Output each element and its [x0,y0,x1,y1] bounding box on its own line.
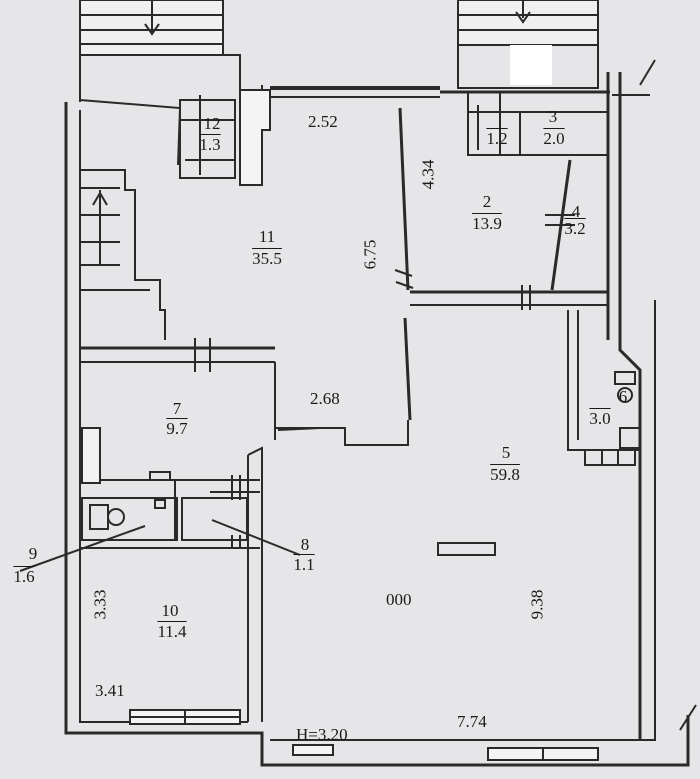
bath-9 [81,497,178,541]
entrance-arrow-icon [515,0,531,24]
room12-area: 1.3 [199,135,221,154]
room4-number: 4 [571,202,581,221]
room10-area: 11.4 [157,622,187,641]
room8-area: 1.1 [293,555,315,574]
toilet-icon [614,371,636,403]
dim-passage: 2.68 [310,389,340,408]
room9-area: 1.6 [13,567,35,586]
room8-number: 8 [300,535,310,554]
room3-number: 3 [548,107,558,126]
room5-number: 5 [501,443,511,462]
room11-number: 11 [258,227,276,246]
outer-right-line [270,300,656,741]
outer-wall-right [606,72,642,740]
outer-wall [64,102,690,767]
dim-top-corridor: 2.52 [308,112,338,131]
room-small-area: 1.2 [486,129,508,148]
room11-area: 35.5 [252,249,282,268]
room12-walls [179,99,236,179]
room6-area: 3.0 [589,409,611,428]
dim-room10-height: 3.33 [90,589,110,620]
white-patch [510,45,552,85]
room7-closet [81,427,101,484]
entrance-arrow-icon [144,0,160,36]
room9-number: 9 [28,544,38,563]
room6-number: 6 [618,387,628,406]
dim-ceiling-height: H=3.20 [296,725,348,744]
room7-area: 9.7 [166,419,188,438]
toilet-icon [89,504,125,530]
top-right-stairs [457,0,599,46]
room2-number: 2 [482,192,492,211]
room5-fixture [437,542,496,556]
room3-area: 2.0 [543,129,565,148]
room12-number: 12 [203,114,221,133]
bath-8 [181,497,248,541]
dim-room5-height: 9.38 [527,589,547,620]
room2-area: 13.9 [472,214,502,233]
stairs-up-arrow-icon [92,191,108,262]
dim-room2-height: 4.34 [418,159,438,190]
room10-number: 10 [161,601,179,620]
room4-area: 3.2 [564,219,586,238]
dim-room5-width: 7.74 [457,712,487,731]
room5-area: 59.8 [490,465,520,484]
room7-number: 7 [172,399,182,418]
dim-room11-height: 6.75 [360,239,380,270]
staircase [80,169,166,340]
dim-room10-width: 3.41 [95,681,125,700]
room5-label: 000 [386,590,412,609]
